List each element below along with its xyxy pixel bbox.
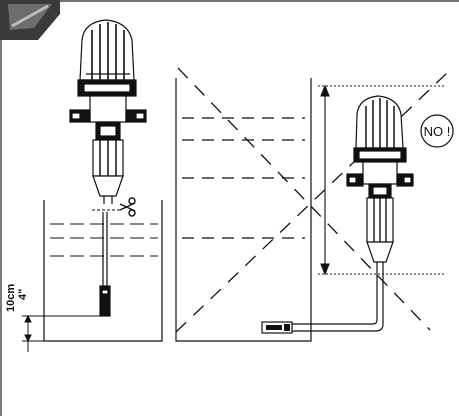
scissors-icon [119, 197, 136, 217]
dimension-imperial-label: 4" [17, 289, 29, 300]
left-tank [43, 200, 163, 342]
right-liquid-lines [182, 117, 305, 239]
warning-bubble: NO ! [420, 114, 454, 148]
dosing-pump-icon [346, 95, 414, 272]
reference-lines [318, 85, 444, 275]
right-suction-tube [290, 272, 384, 332]
level-dimension [320, 84, 330, 276]
left-suction-tube [99, 212, 111, 317]
right-filter [261, 321, 293, 334]
warning-text: NO ! [424, 124, 451, 139]
right-tank [175, 78, 312, 342]
cross-out-lines [175, 67, 449, 333]
height-dimension [22, 314, 100, 352]
left-liquid-lines [50, 223, 158, 257]
corner-tab [0, 0, 60, 40]
left-pump [69, 19, 147, 204]
dimension-metric-label: 10cm [5, 284, 17, 312]
